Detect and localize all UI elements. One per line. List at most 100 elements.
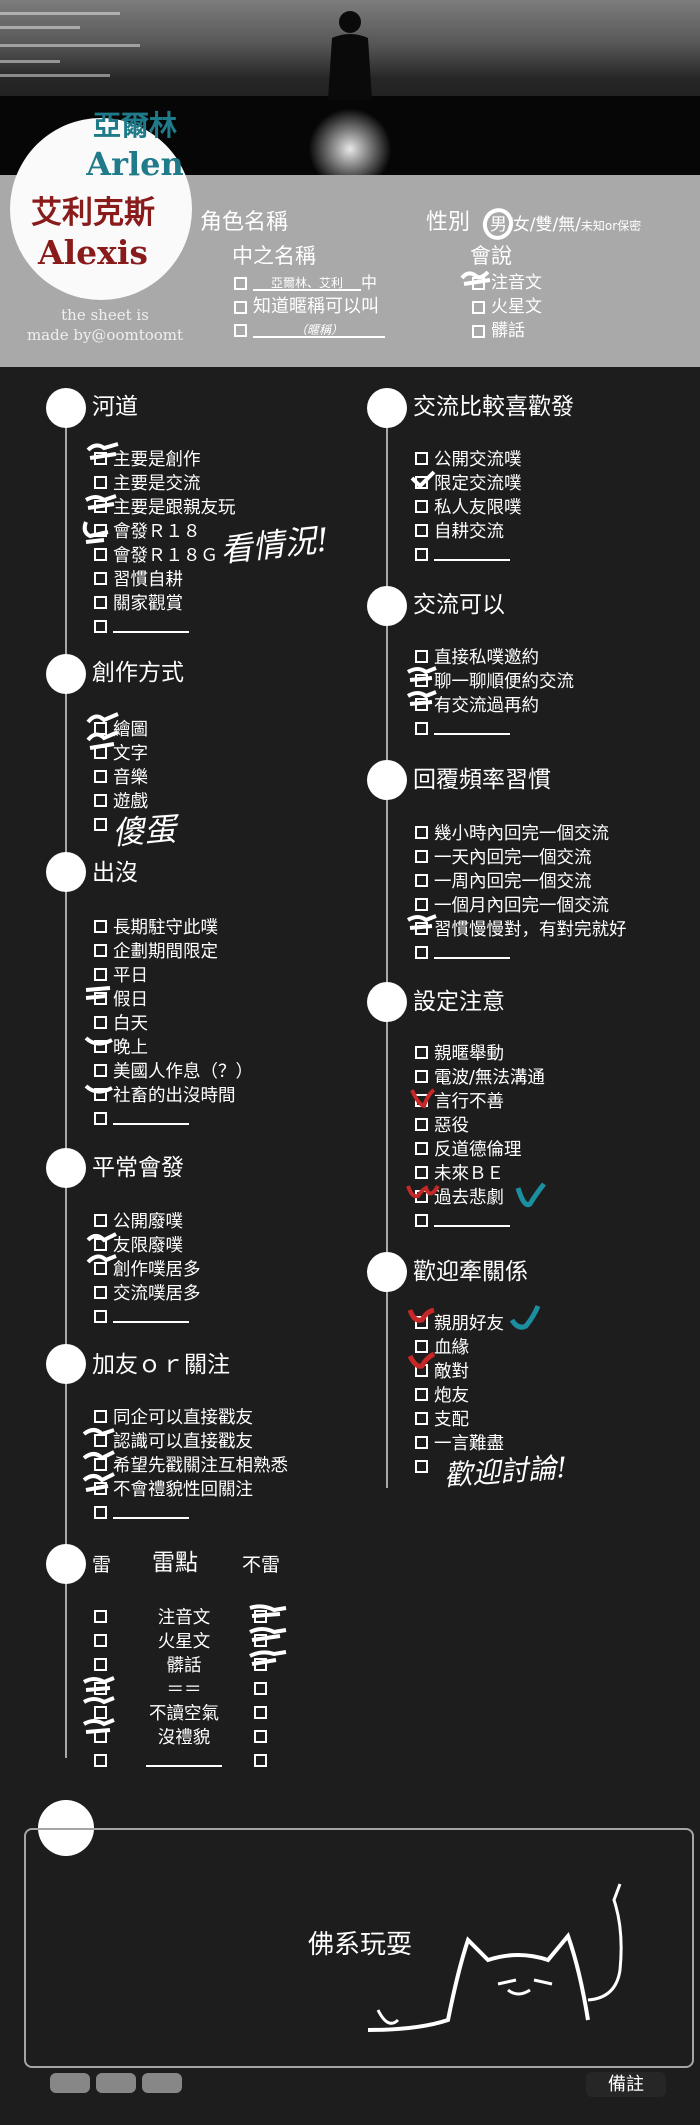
checkbox[interactable] xyxy=(94,943,107,957)
checkbox[interactable] xyxy=(94,595,107,609)
list-item[interactable]: 白天 xyxy=(94,1010,253,1034)
checkbox[interactable] xyxy=(415,1213,428,1227)
list-item[interactable] xyxy=(415,940,627,964)
checkbox[interactable] xyxy=(415,499,428,513)
list-item[interactable]: 公開廢噗 xyxy=(94,1208,201,1232)
checkbox[interactable] xyxy=(472,300,485,314)
list-item[interactable]: 遊戲 xyxy=(94,788,148,812)
list-item[interactable]: 長期駐守此噗 xyxy=(94,914,253,938)
checkbox[interactable] xyxy=(94,451,107,465)
checkbox[interactable] xyxy=(415,1093,428,1107)
checkbox[interactable] xyxy=(415,1435,428,1449)
checkbox[interactable] xyxy=(94,1481,107,1495)
checkbox[interactable] xyxy=(94,1039,107,1053)
checkbox[interactable] xyxy=(415,1165,428,1179)
checkbox[interactable] xyxy=(415,649,428,663)
list-item[interactable]: 言行不善 xyxy=(415,1088,545,1112)
checkbox[interactable] xyxy=(415,523,428,537)
checkbox[interactable] xyxy=(415,945,428,959)
checkbox[interactable] xyxy=(94,1409,107,1423)
checkbox[interactable] xyxy=(94,1111,107,1125)
list-item[interactable]: 美國人作息（？） xyxy=(94,1058,253,1082)
list-item[interactable]: 文字 xyxy=(94,740,148,764)
list-item[interactable]: 不會禮貌性回關注 xyxy=(94,1476,288,1500)
not-mine-checkbox[interactable] xyxy=(254,1681,267,1695)
list-item[interactable]: 反道德倫理 xyxy=(415,1136,545,1160)
list-item[interactable]: 友限廢噗 xyxy=(94,1232,201,1256)
list-item[interactable]: 平日 xyxy=(94,962,253,986)
list-item[interactable]: 一周內回完一個交流 xyxy=(415,868,627,892)
checkbox[interactable] xyxy=(415,1363,428,1377)
list-item[interactable]: 一個月內回完一個交流 xyxy=(415,892,627,916)
checkbox[interactable] xyxy=(415,1459,428,1473)
checkbox[interactable] xyxy=(94,1015,107,1029)
checkbox[interactable] xyxy=(94,523,107,537)
list-item[interactable]: 認識可以直接戳友 xyxy=(94,1428,288,1452)
checkbox[interactable] xyxy=(94,1505,107,1519)
list-item[interactable]: 關家觀賞 xyxy=(94,590,236,614)
list-item[interactable]: 公開交流噗 xyxy=(415,446,522,470)
list-item[interactable]: 敵對 xyxy=(415,1358,504,1382)
checkbox[interactable] xyxy=(415,1117,428,1131)
checkbox[interactable] xyxy=(94,619,107,633)
checkbox[interactable] xyxy=(415,1141,428,1155)
checkbox[interactable] xyxy=(415,721,428,735)
checkbox[interactable] xyxy=(94,475,107,489)
not-mine-checkbox[interactable] xyxy=(254,1729,267,1743)
list-item[interactable] xyxy=(94,812,148,836)
list-item[interactable]: 晚上 xyxy=(94,1034,253,1058)
list-item[interactable] xyxy=(94,1304,201,1328)
not-mine-checkbox[interactable] xyxy=(254,1705,267,1719)
checkbox[interactable] xyxy=(415,673,428,687)
checkbox[interactable] xyxy=(94,721,107,735)
list-item[interactable] xyxy=(94,1500,288,1524)
mine-checkbox[interactable] xyxy=(94,1657,107,1671)
list-item[interactable]: 創作噗居多 xyxy=(94,1256,201,1280)
checkbox[interactable] xyxy=(94,1063,107,1077)
checkbox[interactable] xyxy=(234,277,247,290)
checkbox[interactable] xyxy=(415,1387,428,1401)
checkbox[interactable] xyxy=(415,849,428,863)
checkbox[interactable] xyxy=(415,1045,428,1059)
checkbox[interactable] xyxy=(234,324,247,337)
checkbox[interactable] xyxy=(415,1411,428,1425)
list-item[interactable]: 社畜的出沒時間 xyxy=(94,1082,253,1106)
list-item[interactable]: 聊一聊順便約交流 xyxy=(415,668,574,692)
list-item[interactable]: 音樂 xyxy=(94,764,148,788)
checkbox[interactable] xyxy=(94,1433,107,1447)
list-item[interactable] xyxy=(415,542,522,566)
list-item[interactable]: 假日 xyxy=(94,986,253,1010)
checkbox[interactable] xyxy=(415,697,428,711)
checkbox[interactable] xyxy=(94,547,107,561)
list-item[interactable]: 有交流過再約 xyxy=(415,692,574,716)
mine-checkbox[interactable] xyxy=(94,1753,107,1767)
mine-checkbox[interactable] xyxy=(94,1729,107,1743)
checkbox[interactable] xyxy=(415,475,428,489)
tab-pill-1[interactable] xyxy=(50,2073,90,2093)
tab-pill-3[interactable] xyxy=(142,2073,182,2093)
not-mine-checkbox[interactable] xyxy=(254,1633,267,1647)
checkbox[interactable] xyxy=(415,1189,428,1203)
list-item[interactable]: 親暱舉動 xyxy=(415,1040,545,1064)
checkbox[interactable] xyxy=(415,1069,428,1083)
mine-checkbox[interactable] xyxy=(94,1681,107,1695)
checkbox[interactable] xyxy=(94,919,107,933)
list-item[interactable]: 企劃期間限定 xyxy=(94,938,253,962)
mine-checkbox[interactable] xyxy=(94,1609,107,1623)
list-item[interactable]: 惡役 xyxy=(415,1112,545,1136)
list-item[interactable]: 主要是創作 xyxy=(94,446,236,470)
not-mine-checkbox[interactable] xyxy=(254,1609,267,1623)
checkbox[interactable] xyxy=(415,451,428,465)
checkbox[interactable] xyxy=(94,769,107,783)
not-mine-checkbox[interactable] xyxy=(254,1753,267,1767)
list-item[interactable]: 過去悲劇 xyxy=(415,1184,545,1208)
mine-checkbox[interactable] xyxy=(94,1633,107,1647)
checkbox[interactable] xyxy=(94,1213,107,1227)
list-item[interactable]: 電波/無法溝通 xyxy=(415,1064,545,1088)
list-item[interactable]: 直接私噗邀約 xyxy=(415,644,574,668)
checkbox[interactable] xyxy=(415,1315,428,1329)
checkbox[interactable] xyxy=(234,300,247,314)
list-item[interactable]: 親朋好友 xyxy=(415,1310,504,1334)
list-item[interactable] xyxy=(415,1208,545,1232)
list-item[interactable]: 主要是交流 xyxy=(94,470,236,494)
